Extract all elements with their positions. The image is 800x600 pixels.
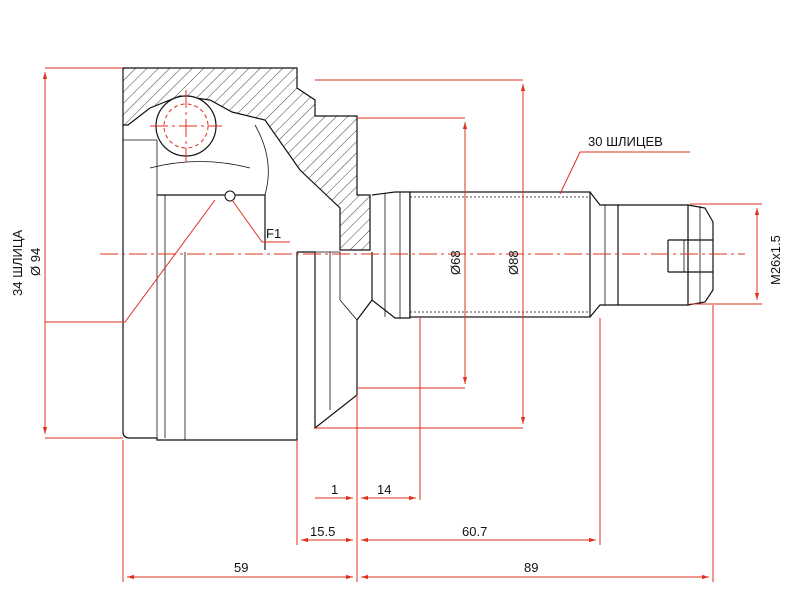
label-f1: F1 xyxy=(266,226,281,241)
label-dim-14: 14 xyxy=(377,482,391,497)
label-30-splines: 30 ШЛИЦЕВ xyxy=(588,134,663,149)
inner-race-outline xyxy=(157,194,266,250)
leader-f1 xyxy=(231,199,290,243)
label-dia-88: Ø88 xyxy=(506,250,521,275)
extension-lines xyxy=(122,305,714,582)
housing-section-hatch xyxy=(122,67,371,251)
dim-dia-88 xyxy=(315,79,526,429)
label-thread: M26x1.5 xyxy=(768,235,783,285)
cage-right-curve xyxy=(254,124,269,196)
cage-curve xyxy=(149,161,251,169)
leader-34-splines xyxy=(45,199,216,323)
stem xyxy=(371,191,714,319)
housing-left-body xyxy=(122,125,298,441)
abs-ring-marker xyxy=(224,190,236,202)
label-dim-1: 1 xyxy=(331,482,338,497)
label-34-splines: 34 ШЛИЦА xyxy=(10,230,25,296)
outer-housing xyxy=(122,67,371,441)
housing-neck-lower xyxy=(297,251,373,430)
label-dim-59: 59 xyxy=(234,560,248,575)
label-dim-15-5: 15.5 xyxy=(310,524,335,539)
label-dim-60-7: 60.7 xyxy=(462,524,487,539)
label-dia-68: Ø68 xyxy=(448,250,463,275)
label-dia-94: Ø 94 xyxy=(28,248,43,276)
dim-dia-94 xyxy=(42,67,123,439)
dim-thread xyxy=(690,203,762,305)
ball xyxy=(150,90,222,162)
dim-dia-68 xyxy=(357,117,468,389)
leader-30-splines xyxy=(559,151,690,195)
label-dim-89: 89 xyxy=(524,560,538,575)
